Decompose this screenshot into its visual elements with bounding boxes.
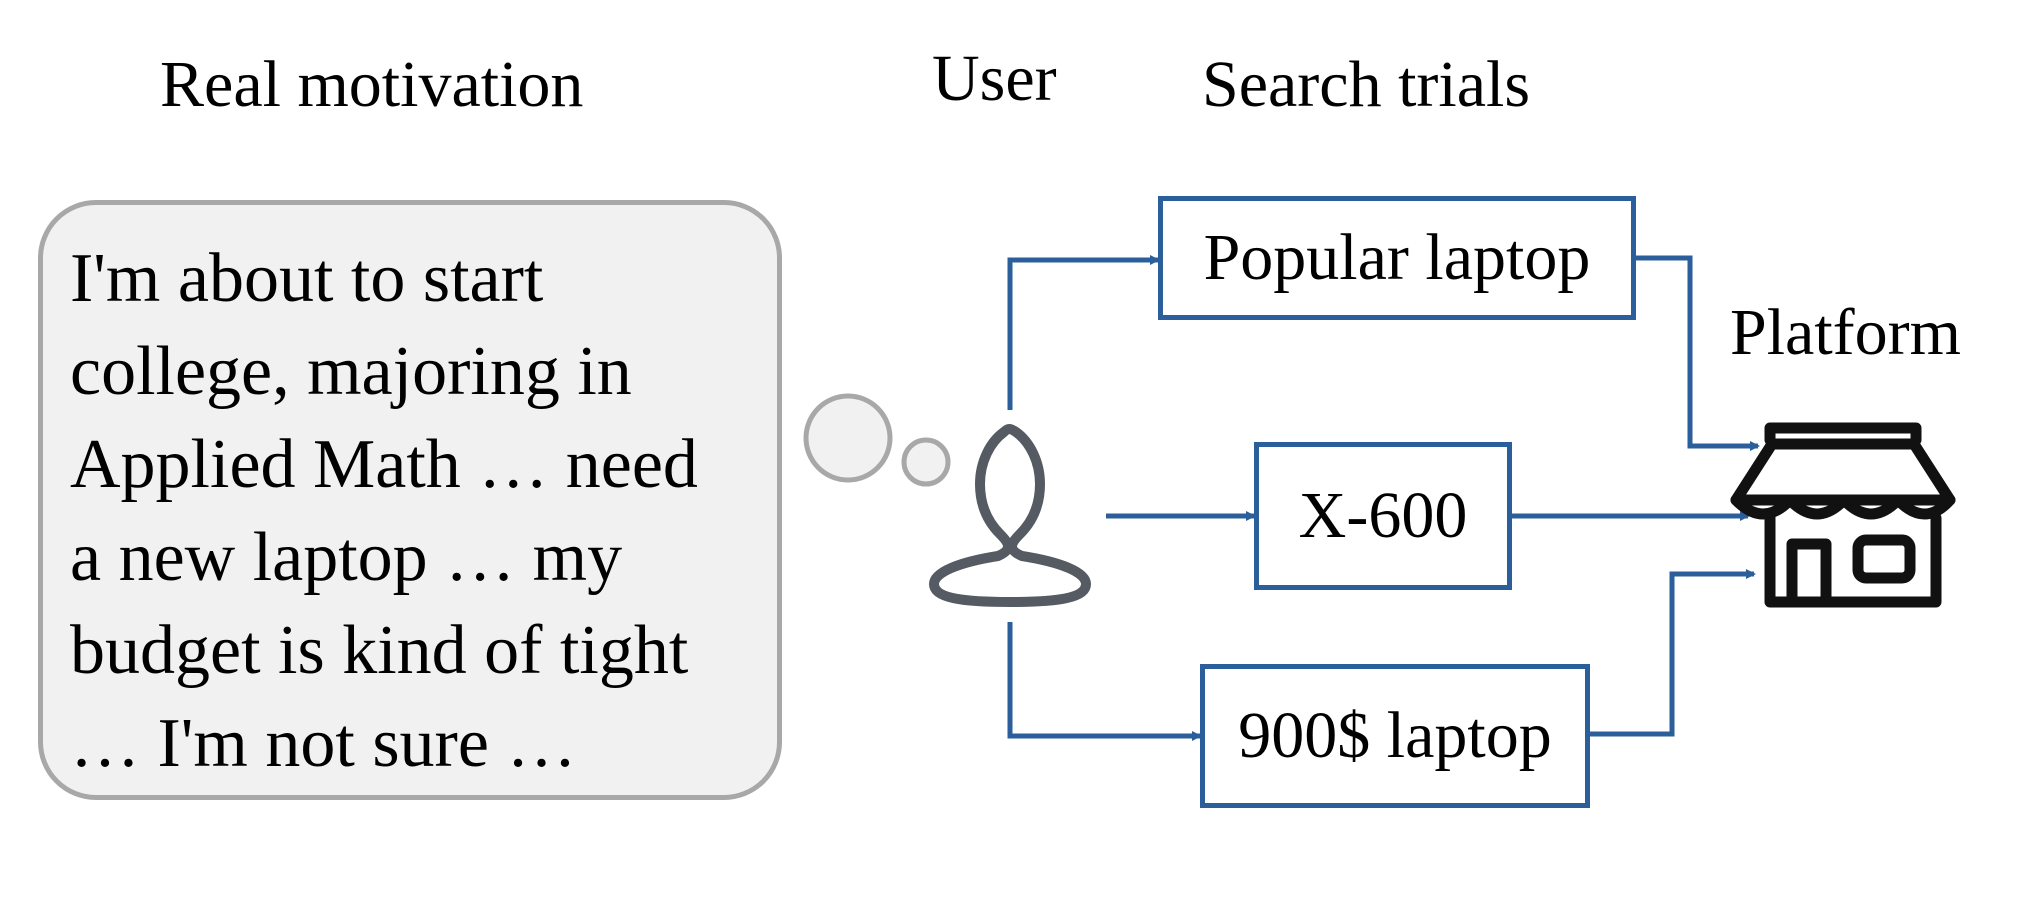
search-trials-title: Search trials (1202, 48, 1531, 121)
motivation-line: Applied Math … need (70, 426, 698, 503)
arrow-popular-to-platform (1636, 255, 1760, 451)
thought-bubble (38, 200, 782, 800)
motivation-text: I'm about to start college, majoring in … (70, 232, 698, 790)
motivation-line: … I'm not sure … (70, 705, 577, 782)
thought-circle-large (803, 393, 893, 483)
user-title: User (932, 42, 1057, 115)
motivation-line: budget is kind of tight (70, 612, 689, 689)
motivation-line: a new laptop … my (70, 519, 623, 596)
arrow-900-to-platform (1590, 569, 1756, 737)
trial-label: Popular laptop (1203, 221, 1591, 294)
platform-title: Platform (1730, 296, 1961, 369)
trial-box-popular-laptop: Popular laptop (1158, 196, 1636, 320)
arrow-user-to-900 (1007, 622, 1202, 741)
trial-label: X-600 (1298, 479, 1468, 552)
trial-box-900-laptop: 900$ laptop (1200, 664, 1590, 808)
user-icon (929, 424, 1091, 607)
thought-circle-small (901, 437, 951, 487)
motivation-line: college, majoring in (70, 333, 632, 410)
trial-box-x600: X-600 (1254, 442, 1512, 590)
arrow-user-to-popular (1007, 255, 1160, 410)
trial-label: 900$ laptop (1238, 699, 1552, 772)
real-motivation-title: Real motivation (160, 48, 584, 121)
motivation-line: I'm about to start (70, 240, 544, 317)
store-icon (1730, 422, 1956, 608)
